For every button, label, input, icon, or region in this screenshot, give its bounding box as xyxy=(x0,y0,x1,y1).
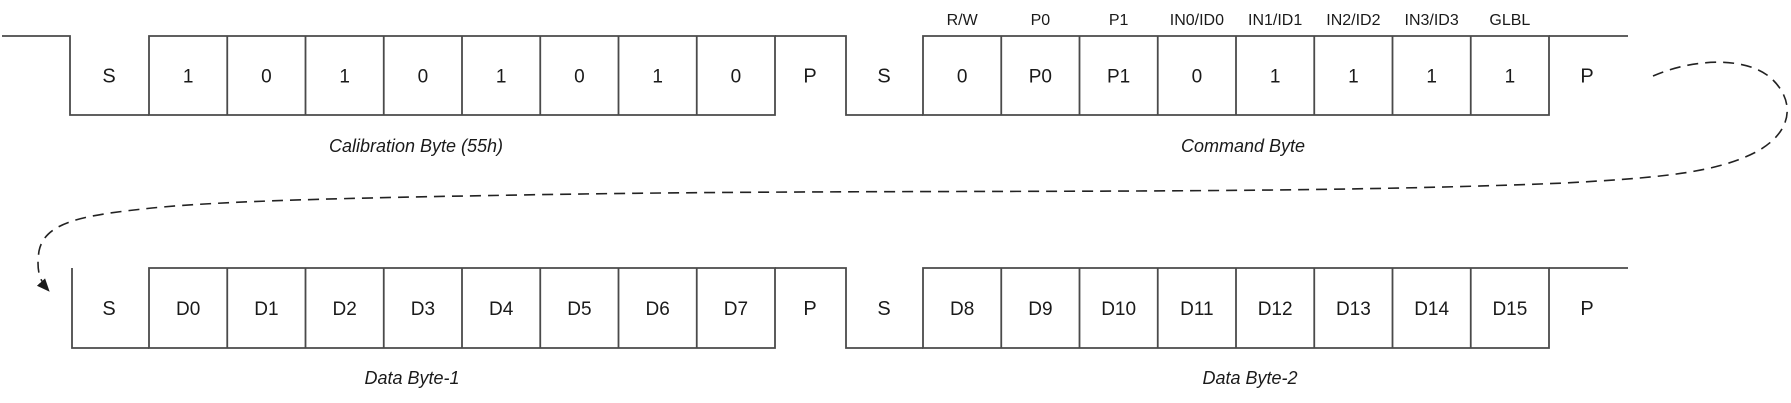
bit-value: D9 xyxy=(1028,299,1052,320)
bit-function-label: IN1/ID1 xyxy=(1248,12,1302,29)
byte-group xyxy=(922,35,1550,116)
bit-value: 0 xyxy=(957,67,968,88)
bit-value: D6 xyxy=(645,299,669,320)
bit-value: 1 xyxy=(1505,67,1516,88)
bit-value: 1 xyxy=(1348,67,1359,88)
bit-value: 1 xyxy=(1270,67,1281,88)
bit-value: D3 xyxy=(411,299,435,320)
byte-group xyxy=(922,267,1550,349)
bit-value: P1 xyxy=(1107,67,1130,88)
byte-cell-border xyxy=(148,267,776,349)
bit-value: 1 xyxy=(183,67,194,88)
byte-caption: Data Byte-1 xyxy=(364,368,459,388)
bit-function-label: IN2/ID2 xyxy=(1326,12,1380,29)
bit-function-label: R/W xyxy=(947,12,979,29)
bit-value: 1 xyxy=(496,67,507,88)
waveform-lead-line xyxy=(71,268,149,349)
byte-cell-border xyxy=(922,267,1550,349)
byte-caption: Data Byte-2 xyxy=(1202,368,1297,388)
stop-condition-label: P xyxy=(1580,298,1593,320)
bit-value: 0 xyxy=(418,67,429,88)
bit-function-label: P1 xyxy=(1109,12,1129,29)
bit-value: D15 xyxy=(1492,299,1527,320)
byte-group xyxy=(148,267,776,349)
bit-value: 0 xyxy=(731,67,742,88)
bit-value: D14 xyxy=(1414,299,1449,320)
start-condition-label: S xyxy=(877,66,890,88)
row-2 xyxy=(71,267,1628,349)
bit-value: D4 xyxy=(489,299,514,320)
bit-value: D13 xyxy=(1336,299,1371,320)
byte-cell-border xyxy=(148,35,776,116)
bit-value: D1 xyxy=(254,299,278,320)
continuation-arrow xyxy=(36,61,1788,292)
byte-cell-border xyxy=(922,35,1550,116)
bit-value: D11 xyxy=(1180,299,1213,320)
bit-value: 0 xyxy=(1192,67,1203,88)
byte-caption: Calibration Byte (55h) xyxy=(329,136,503,156)
waveform-stop-start-line xyxy=(775,35,923,116)
start-condition-label: S xyxy=(877,298,890,320)
start-condition-label: S xyxy=(102,66,115,88)
bit-value: 0 xyxy=(261,67,272,88)
stop-condition-label: P xyxy=(1580,66,1593,88)
bit-value: D8 xyxy=(950,299,974,320)
bit-value: D7 xyxy=(724,299,748,320)
bit-value: D2 xyxy=(332,299,356,320)
byte-caption: Command Byte xyxy=(1181,136,1305,156)
bit-value: D5 xyxy=(567,299,591,320)
bit-function-label: P0 xyxy=(1031,12,1051,29)
bit-value: 1 xyxy=(1426,67,1437,88)
start-condition-label: S xyxy=(102,298,115,320)
row-1 xyxy=(2,35,1628,116)
stop-condition-label: P xyxy=(803,66,816,88)
bit-function-label: IN3/ID3 xyxy=(1405,12,1459,29)
waveform-stop-start-line xyxy=(775,267,923,349)
bit-value: D12 xyxy=(1258,299,1293,320)
bit-value: D10 xyxy=(1101,299,1136,320)
bit-function-label: IN0/ID0 xyxy=(1170,12,1224,29)
bit-value: 0 xyxy=(574,67,585,88)
bit-value: 1 xyxy=(339,67,350,88)
byte-group xyxy=(148,35,776,116)
stop-condition-label: P xyxy=(803,298,816,320)
bit-value: 1 xyxy=(652,67,663,88)
bit-value: P0 xyxy=(1029,67,1052,88)
bit-function-label: GLBL xyxy=(1489,12,1530,29)
bit-value: D0 xyxy=(176,299,200,320)
waveform-lead-line xyxy=(2,35,149,116)
